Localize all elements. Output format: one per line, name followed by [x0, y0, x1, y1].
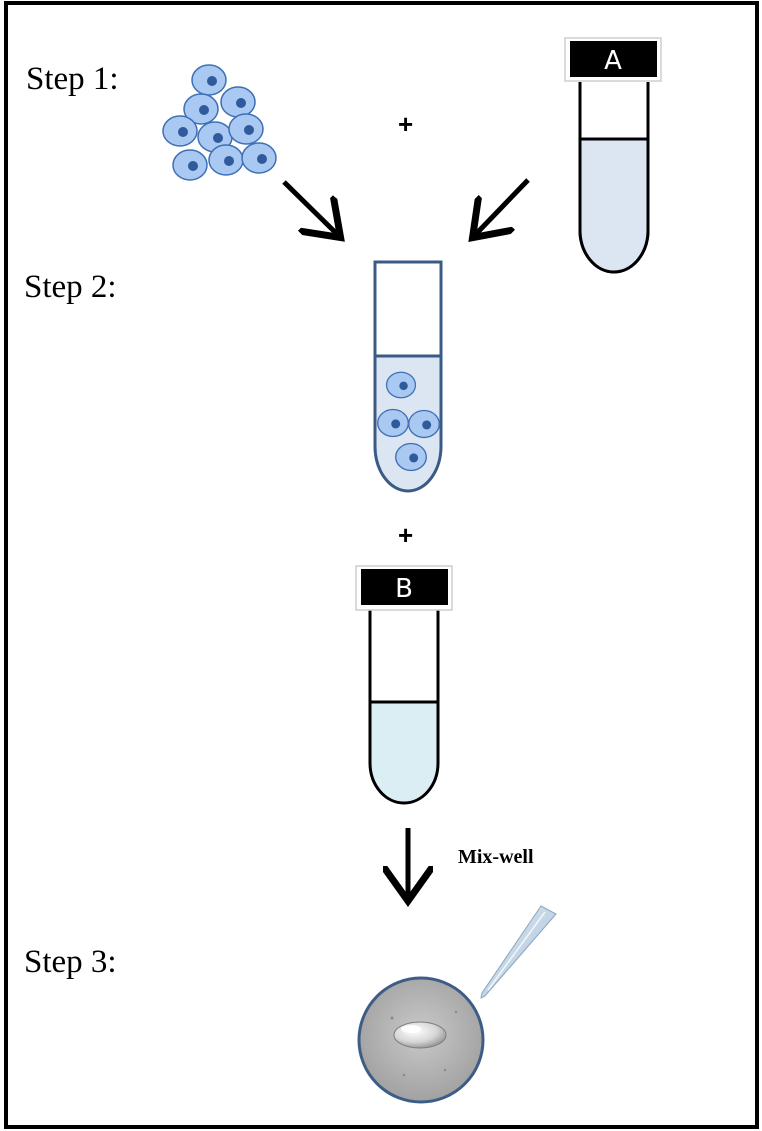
tube-b-label: B — [395, 574, 413, 604]
step-2-label: Step 2: — [24, 269, 117, 305]
tube-a-label: A — [604, 46, 622, 76]
tube-a-icon — [564, 37, 662, 274]
arrow-tube-a-to-tube-icon — [476, 178, 530, 234]
plus-sign-1: + — [398, 109, 413, 139]
step-1-label: Step 1: — [26, 61, 119, 97]
mixture-tube-icon — [373, 260, 443, 493]
plus-sign-2: + — [398, 520, 413, 550]
arrow-cells-to-tube-icon — [282, 180, 337, 234]
pipette-tip-icon — [480, 905, 557, 999]
mix-well-label: Mix-well — [458, 846, 534, 868]
tube-b-icon — [355, 565, 453, 805]
figure-frame — [4, 1, 759, 1129]
droplet-icon — [393, 1021, 447, 1049]
step-3-label: Step 3: — [24, 944, 117, 980]
cell-cluster-icon — [162, 64, 277, 181]
